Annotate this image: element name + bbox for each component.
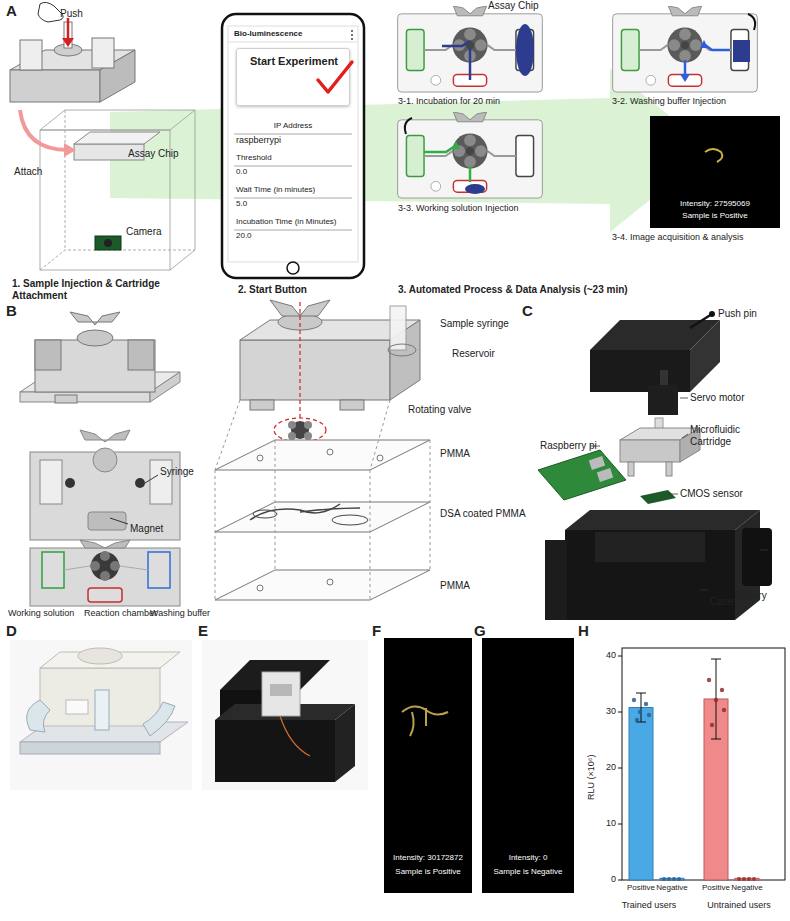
node-text: 0.0 bbox=[236, 168, 247, 177]
part-label: Camera bbox=[126, 226, 162, 238]
part-label: Rotating valve bbox=[408, 404, 471, 416]
part-label: Assay Chip bbox=[128, 148, 179, 160]
part-label: Working solution bbox=[8, 608, 88, 618]
category-label: Negative bbox=[730, 883, 764, 892]
action-label: Attach bbox=[14, 166, 42, 178]
node-text: 20.0 bbox=[236, 232, 252, 241]
part-label: Microfluidic Cartridge bbox=[690, 424, 760, 447]
step-label: 2. Start Button bbox=[238, 284, 307, 296]
group-label: Trained users bbox=[614, 900, 684, 910]
panel-letter: E bbox=[198, 622, 208, 639]
step-label: 3-4. Image acquisition & analysis bbox=[612, 232, 782, 242]
step-label: 3-2. Washing buffer Injection bbox=[612, 96, 772, 106]
category-label: Positive bbox=[624, 883, 658, 892]
part-label: CMOS sensor bbox=[680, 488, 743, 500]
part-label: Magnet bbox=[130, 523, 163, 535]
axis-title: RLU (×10⁶) bbox=[586, 755, 596, 800]
node-text: Sample is Negative bbox=[482, 868, 574, 877]
panel-letter: B bbox=[6, 302, 17, 319]
panel-letter: C bbox=[522, 302, 533, 319]
part-label: Reservoir bbox=[452, 348, 495, 360]
part-label: Assay Chip bbox=[488, 0, 539, 12]
node-text: Sample is Positive bbox=[384, 868, 472, 877]
axis-tick: 30 bbox=[600, 706, 616, 716]
category-label: Negative bbox=[655, 883, 689, 892]
panel-letter: G bbox=[474, 622, 486, 639]
step-label: 3-1. Incubation for 20 min bbox=[398, 96, 500, 106]
axis-tick: 0 bbox=[600, 874, 616, 884]
panel-letter: H bbox=[578, 622, 589, 639]
node-text: Intensity: 30172872 bbox=[384, 854, 472, 863]
action-label: Push bbox=[60, 8, 83, 20]
step-label: 1. Sample Injection & Cartridge Attachme… bbox=[12, 278, 202, 301]
part-label: Reaction chamber bbox=[84, 608, 157, 618]
node-text: Incubation Time (in Minutes) bbox=[236, 218, 337, 227]
part-label: Case bbox=[710, 596, 733, 608]
part-label: Sample syringe bbox=[440, 318, 509, 330]
part-label: Syringe bbox=[160, 466, 194, 478]
part-label: DSA coated PMMA bbox=[440, 508, 526, 520]
node-text: raspberrypi bbox=[236, 136, 281, 146]
node-text: Wait Time (in minutes) bbox=[236, 186, 315, 195]
axis-tick: 20 bbox=[600, 762, 616, 772]
part-label: Battery bbox=[735, 590, 767, 602]
app-screen: Bio-luminescence IP Address raspberrypiThr… bbox=[228, 26, 358, 262]
step-label: 3-3. Working solution Injection bbox=[398, 203, 518, 213]
part-label: PMMA bbox=[440, 448, 470, 460]
panel-letter: D bbox=[6, 622, 17, 639]
node-text: Bio-luminescence bbox=[234, 30, 302, 39]
node-text: Start Experiment bbox=[237, 55, 351, 67]
group-label: Untrained users bbox=[704, 900, 774, 910]
panel-letter: F bbox=[372, 622, 381, 639]
result-image: Intensity: 30172872Sample is Positive bbox=[384, 638, 472, 893]
part-label: Push pin bbox=[718, 308, 757, 320]
node-text: Sample is Positive bbox=[650, 212, 780, 221]
node-text: Intensity: 0 bbox=[482, 854, 574, 863]
panel-letter: A bbox=[6, 2, 17, 19]
category-label: Positive bbox=[699, 883, 733, 892]
part-label: Raspberry pi bbox=[540, 440, 597, 452]
axis-tick: 10 bbox=[600, 818, 616, 828]
result-image: Intensity: 27595069Sample is Positive bbox=[650, 116, 780, 228]
result-image: Intensity: 0 Sample is Negative bbox=[482, 638, 574, 893]
part-label: Washing buffer bbox=[150, 608, 210, 618]
part-label: PMMA bbox=[440, 580, 470, 592]
part-label: Servo motor bbox=[690, 392, 744, 404]
node-text: 5.0 bbox=[236, 200, 247, 209]
node-text: Threshold bbox=[236, 154, 272, 163]
step-label: 3. Automated Process & Data Analysis (~2… bbox=[398, 284, 628, 296]
start-button: Start Experiment bbox=[236, 48, 350, 106]
node-text: Intensity: 27595069 bbox=[650, 200, 780, 209]
axis-tick: 40 bbox=[600, 650, 616, 660]
node-text: IP Address bbox=[232, 122, 354, 131]
